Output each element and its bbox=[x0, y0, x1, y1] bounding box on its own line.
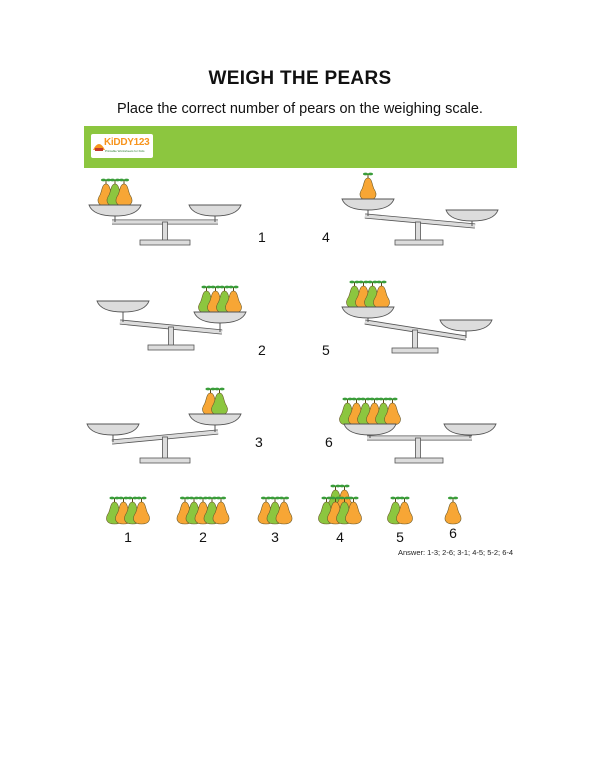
pear-orange bbox=[212, 496, 230, 525]
worksheet-instruction: Place the correct number of pears on the… bbox=[117, 101, 483, 117]
worksheet-title: WEIGH THE PEARS bbox=[208, 68, 392, 89]
scale-number: 1 bbox=[258, 229, 266, 245]
logo-tagline: Printable Worksheets for Kids bbox=[105, 149, 145, 153]
header-banner: KiDDY123 Printable Worksheets for Kids bbox=[84, 126, 517, 168]
right-pan bbox=[445, 209, 499, 222]
weighing-scale-1: 1 bbox=[88, 178, 266, 246]
pear-group-number: 2 bbox=[199, 529, 207, 545]
pear-orange bbox=[373, 280, 390, 309]
pear-group-3: 3 bbox=[257, 496, 293, 545]
pear-group-1: 1 bbox=[106, 496, 150, 545]
weighing-scale-5: 5 bbox=[322, 280, 493, 358]
right-pan bbox=[443, 423, 497, 436]
pear-group-4: 4 bbox=[318, 484, 362, 545]
pear-group-6: 6 bbox=[444, 496, 462, 541]
pear-orange bbox=[396, 496, 413, 525]
weighing-scale-3: 3 bbox=[86, 387, 263, 464]
scale-number: 6 bbox=[325, 434, 333, 450]
pear-group-number: 3 bbox=[271, 529, 279, 545]
scale-number: 5 bbox=[322, 342, 330, 358]
pear-group-5: 5 bbox=[387, 496, 413, 545]
pear-orange bbox=[444, 496, 462, 525]
logo-icon bbox=[93, 144, 105, 151]
pear-orange bbox=[133, 496, 150, 525]
left-pan bbox=[341, 198, 395, 211]
answer-key: Answer: 1-3; 2-6; 3-1; 4-5; 5-2; 6-4 bbox=[398, 548, 514, 557]
weighing-scale-2: 2 bbox=[96, 285, 266, 358]
right-pan bbox=[193, 311, 247, 324]
left-pan bbox=[341, 306, 395, 319]
right-pan bbox=[188, 413, 242, 426]
weighing-scale-4: 4 bbox=[322, 172, 499, 246]
scale-number: 4 bbox=[322, 229, 330, 245]
left-pan bbox=[88, 204, 142, 217]
pear-orange bbox=[275, 496, 293, 525]
weighing-scale-6: 6 bbox=[325, 397, 497, 464]
right-pan bbox=[188, 204, 242, 217]
left-pan bbox=[86, 423, 140, 436]
kiddy123-logo: KiDDY123 Printable Worksheets for Kids bbox=[91, 134, 153, 158]
pear-group-2: 2 bbox=[176, 496, 230, 545]
pear-group-number: 6 bbox=[449, 525, 457, 541]
left-pan bbox=[343, 423, 397, 436]
pear-orange bbox=[359, 172, 377, 201]
scale-number: 3 bbox=[255, 434, 263, 450]
pear-orange bbox=[345, 496, 362, 525]
scale-number: 2 bbox=[258, 342, 266, 358]
pear-group-number: 4 bbox=[336, 529, 344, 545]
pear-group-number: 1 bbox=[124, 529, 132, 545]
pear-group-number: 5 bbox=[396, 529, 404, 545]
right-pan bbox=[439, 319, 493, 332]
logo-wordmark: KiDDY123 bbox=[104, 137, 150, 148]
left-pan bbox=[96, 300, 150, 313]
